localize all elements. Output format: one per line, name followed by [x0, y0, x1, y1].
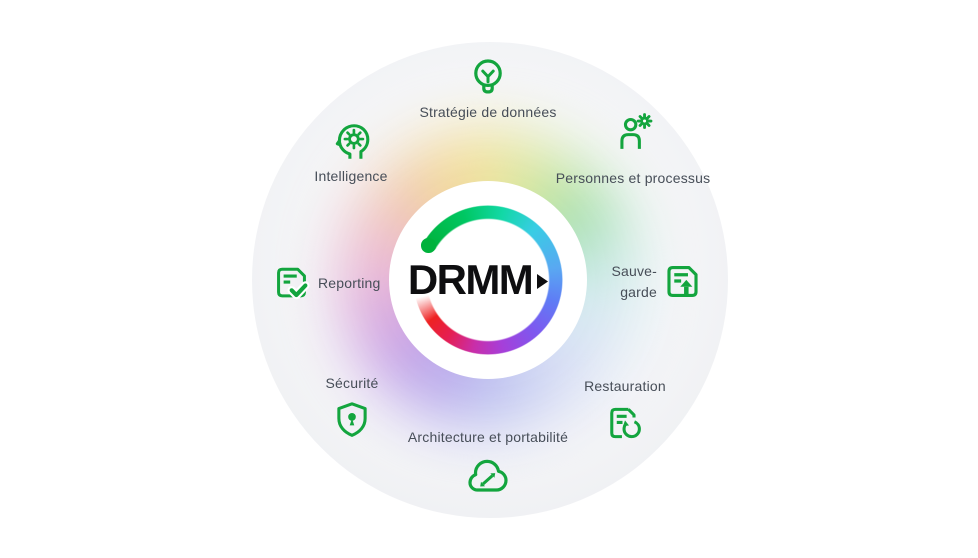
head-gear-icon: [329, 117, 375, 163]
label-backup-line1: Sauve-: [611, 263, 657, 279]
document-upload-arrow-icon: [659, 258, 706, 305]
label-people-process: Personnes et processus: [555, 170, 711, 186]
lightbulb-icon: [464, 55, 512, 103]
label-reporting: Reporting: [318, 275, 381, 291]
label-intelligence: Intelligence: [314, 168, 388, 184]
document-check-icon: [269, 260, 314, 305]
label-security: Sécurité: [325, 375, 379, 391]
label-restore: Restauration: [584, 378, 666, 394]
drmm-logo-text: DRMM: [407, 256, 534, 303]
rainbow-ring-start-cap: [421, 238, 436, 253]
label-strategy: Stratégie de données: [419, 104, 557, 120]
shield-keyhole-icon: [329, 396, 375, 442]
person-gear-icon: [611, 110, 657, 156]
label-architecture: Architecture et portabilité: [407, 429, 569, 445]
cloud-transfer-arrows-icon: [464, 452, 512, 500]
play-arrow-icon: [537, 273, 549, 289]
label-backup-line2: garde: [620, 284, 657, 300]
label-backup: Sauve- garde: [611, 261, 657, 303]
document-refresh-icon: [602, 400, 648, 446]
drmm-logo: DRMM: [379, 181, 577, 379]
